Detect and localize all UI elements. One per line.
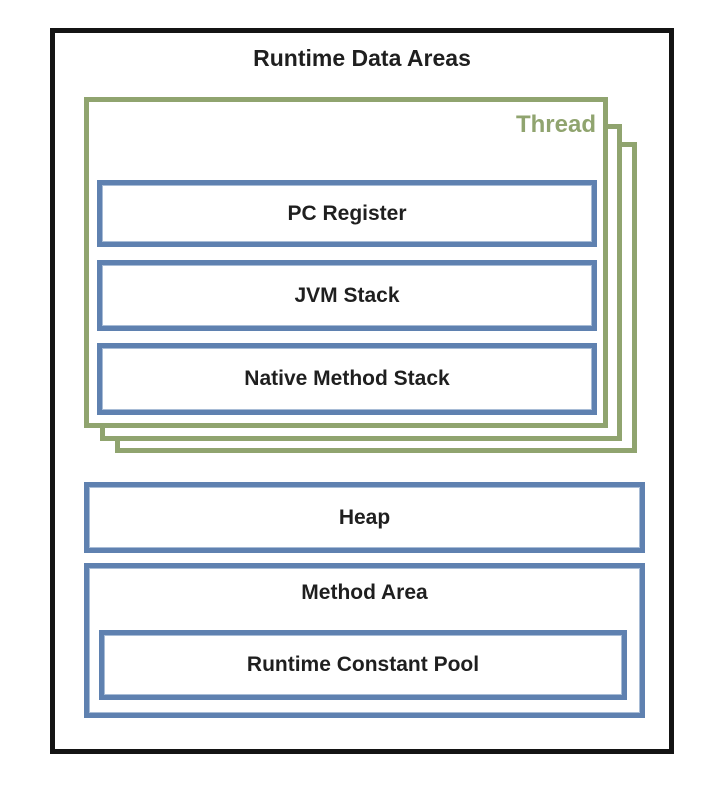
heap-box: Heap [84, 482, 645, 553]
jvm-stack-label: JVM Stack [294, 283, 400, 307]
native-method-stack-label: Native Method Stack [244, 367, 450, 390]
diagram-title: Runtime Data Areas [253, 45, 471, 71]
heap-label: Heap [338, 505, 391, 529]
thread-label: Thread [515, 111, 596, 138]
native-method-stack-box: Native Method Stack [97, 343, 597, 415]
pc-register-label: PC Register [287, 201, 407, 225]
method-area-box: Method Area Runtime Constant Pool [84, 563, 645, 718]
thread-box: Thread PC Register JVM Stack Native Meth… [84, 97, 608, 428]
jvm-stack-box: JVM Stack [97, 260, 597, 331]
runtime-constant-pool-label: Runtime Constant Pool [246, 653, 480, 676]
runtime-constant-pool-box: Runtime Constant Pool [99, 630, 627, 700]
pc-register-box: PC Register [97, 180, 597, 247]
runtime-data-areas-frame: Runtime Data Areas Thread PC Register JV… [50, 28, 674, 754]
method-area-label: Method Area [301, 581, 428, 604]
